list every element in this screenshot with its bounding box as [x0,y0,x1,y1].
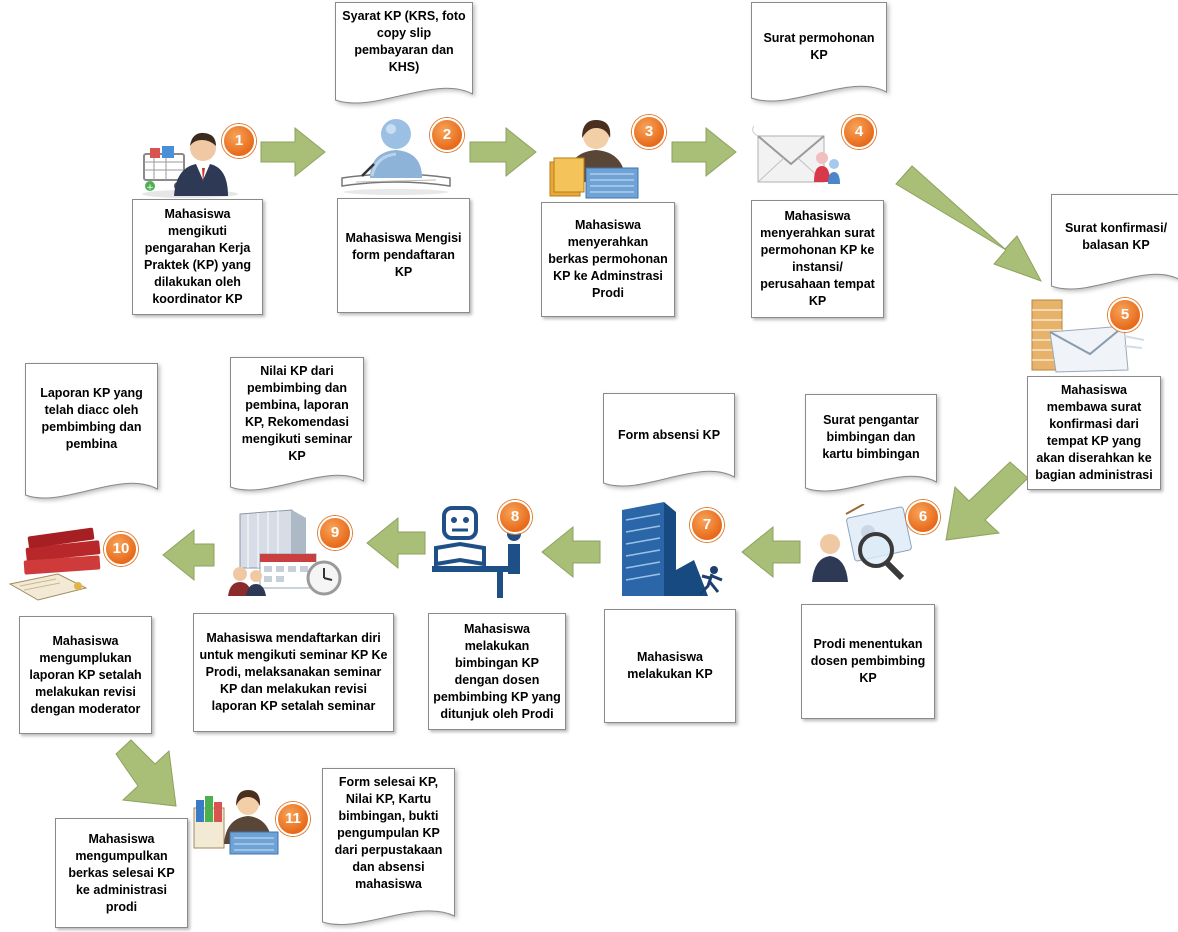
document-syarat-kp: Syarat KP (KRS, foto copy slip pembayara… [335,2,473,108]
step-label-8: Mahasiswa melakukan bimbingan KP dengan … [433,621,561,721]
magnifier-id-card-icon [812,504,912,582]
step-badge-10: 10 [104,532,138,566]
document-nilai-kp: Nilai KP dari pembimbing dan pembina, la… [230,357,364,495]
step-box-10: Mahasiswa mengumplukan laporan KP setala… [19,616,152,734]
document-text-8: Form selesai KP, Nilai KP, Kartu bimbing… [334,775,443,891]
arrow-6-to-7 [741,525,801,579]
step-badge-8: 8 [498,500,532,534]
document-text-7: Laporan KP yang telah diacc oleh pembimb… [40,386,143,451]
step-badge-4: 4 [842,115,876,149]
document-surat-konfirmasi: Surat konfirmasi/ balasan KP [1051,194,1178,294]
step-badge-3: 3 [632,115,666,149]
step-label-6: Prodi menentukan dosen pembimbing KP [810,637,926,685]
document-text-1: Syarat KP (KRS, foto copy slip pembayara… [342,9,466,74]
document-surat-pengantar: Surat pengantar bimbingan dan kartu bimb… [805,394,937,496]
step-label-7: Mahasiswa melakukan KP [627,650,713,681]
office-building-icon [622,502,723,596]
step-box-8: Mahasiswa melakukan bimbingan KP dengan … [428,613,566,730]
step-box-9: Mahasiswa mendaftarkan diri untuk mengik… [193,613,394,732]
document-text-5: Form absensi KP [617,428,721,442]
step-badge-7: 7 [690,508,724,542]
arrow-10-to-11 [115,739,177,807]
step-label-10: Mahasiswa mengumplukan laporan KP setala… [29,633,142,716]
step-label-5: Mahasiswa membawa surat konfirmasi dari … [1035,383,1153,482]
clerk-books-icon [193,790,279,855]
step-badge-9: 9 [318,516,352,550]
step-label-2: Mahasiswa Mengisi form pendaftaran KP [345,231,462,279]
books-report-icon [8,527,101,601]
step-box-6: Prodi menentukan dosen pembimbing KP [801,604,935,719]
step-label-9: Mahasiswa mendaftarkan diri untuk mengik… [199,631,388,713]
person-cart-icon: + [142,132,238,198]
step-badge-11: 11 [276,802,310,836]
person-writing-icon [341,119,451,195]
step-box-4: Mahasiswa menyerahkan surat permohonan K… [751,200,884,318]
step-label-11: Mahasiswa mengumpulkan berkas selesai KP… [68,831,175,914]
step-box-11: Mahasiswa mengumpulkan berkas selesai KP… [55,818,188,928]
arrow-1-to-2 [260,126,326,178]
document-form-absensi: Form absensi KP [603,393,735,491]
mail-envelope-icon [752,125,840,184]
step-badge-1: 1 [222,124,256,158]
arrow-5-to-6 [945,461,1029,541]
arrow-3-to-4 [671,126,737,178]
step-label-3: Mahasiswa menyerahkan berkas permohonan … [548,218,668,300]
document-text-4: Surat pengantar bimbingan dan kartu bimb… [822,413,920,461]
step-box-5: Mahasiswa membawa surat konfirmasi dari … [1027,376,1161,490]
step-box-7: Mahasiswa melakukan KP [604,609,736,723]
step-badge-5: 5 [1108,298,1142,332]
step-badge-6: 6 [906,500,940,534]
document-text-2: Surat permohonan KP [763,31,875,62]
office-clerk-icon [549,120,639,199]
building-calendar-clock-icon [228,509,342,596]
reading-desk-icon [432,506,521,598]
document-form-selesai: Form selesai KP, Nilai KP, Kartu bimbing… [322,768,455,928]
arrow-9-to-10 [162,528,215,582]
document-laporan-kp: Laporan KP yang telah diacc oleh pembimb… [25,363,158,503]
step-box-1: Mahasiswa mengikuti pengarahan Kerja Pra… [132,199,263,315]
svg-text:+: + [146,183,154,193]
document-surat-permohonan: Surat permohonan KP [751,2,887,106]
building-mail-icon [1031,299,1145,373]
arrow-8-to-9 [366,516,426,570]
step-label-4: Mahasiswa menyerahkan surat permohonan K… [760,209,875,308]
arrow-4-to-5 [895,165,1043,282]
arrow-2-to-3 [469,126,537,178]
step-box-2: Mahasiswa Mengisi form pendaftaran KP [337,198,470,313]
arrow-7-to-8 [541,525,601,579]
step-badge-2: 2 [430,118,464,152]
step-label-1: Mahasiswa mengikuti pengarahan Kerja Pra… [144,207,251,306]
step-box-3: Mahasiswa menyerahkan berkas permohonan … [541,202,675,317]
document-text-3: Surat konfirmasi/ balasan KP [1064,221,1168,252]
document-text-6: Nilai KP dari pembimbing dan pembina, la… [241,364,353,463]
